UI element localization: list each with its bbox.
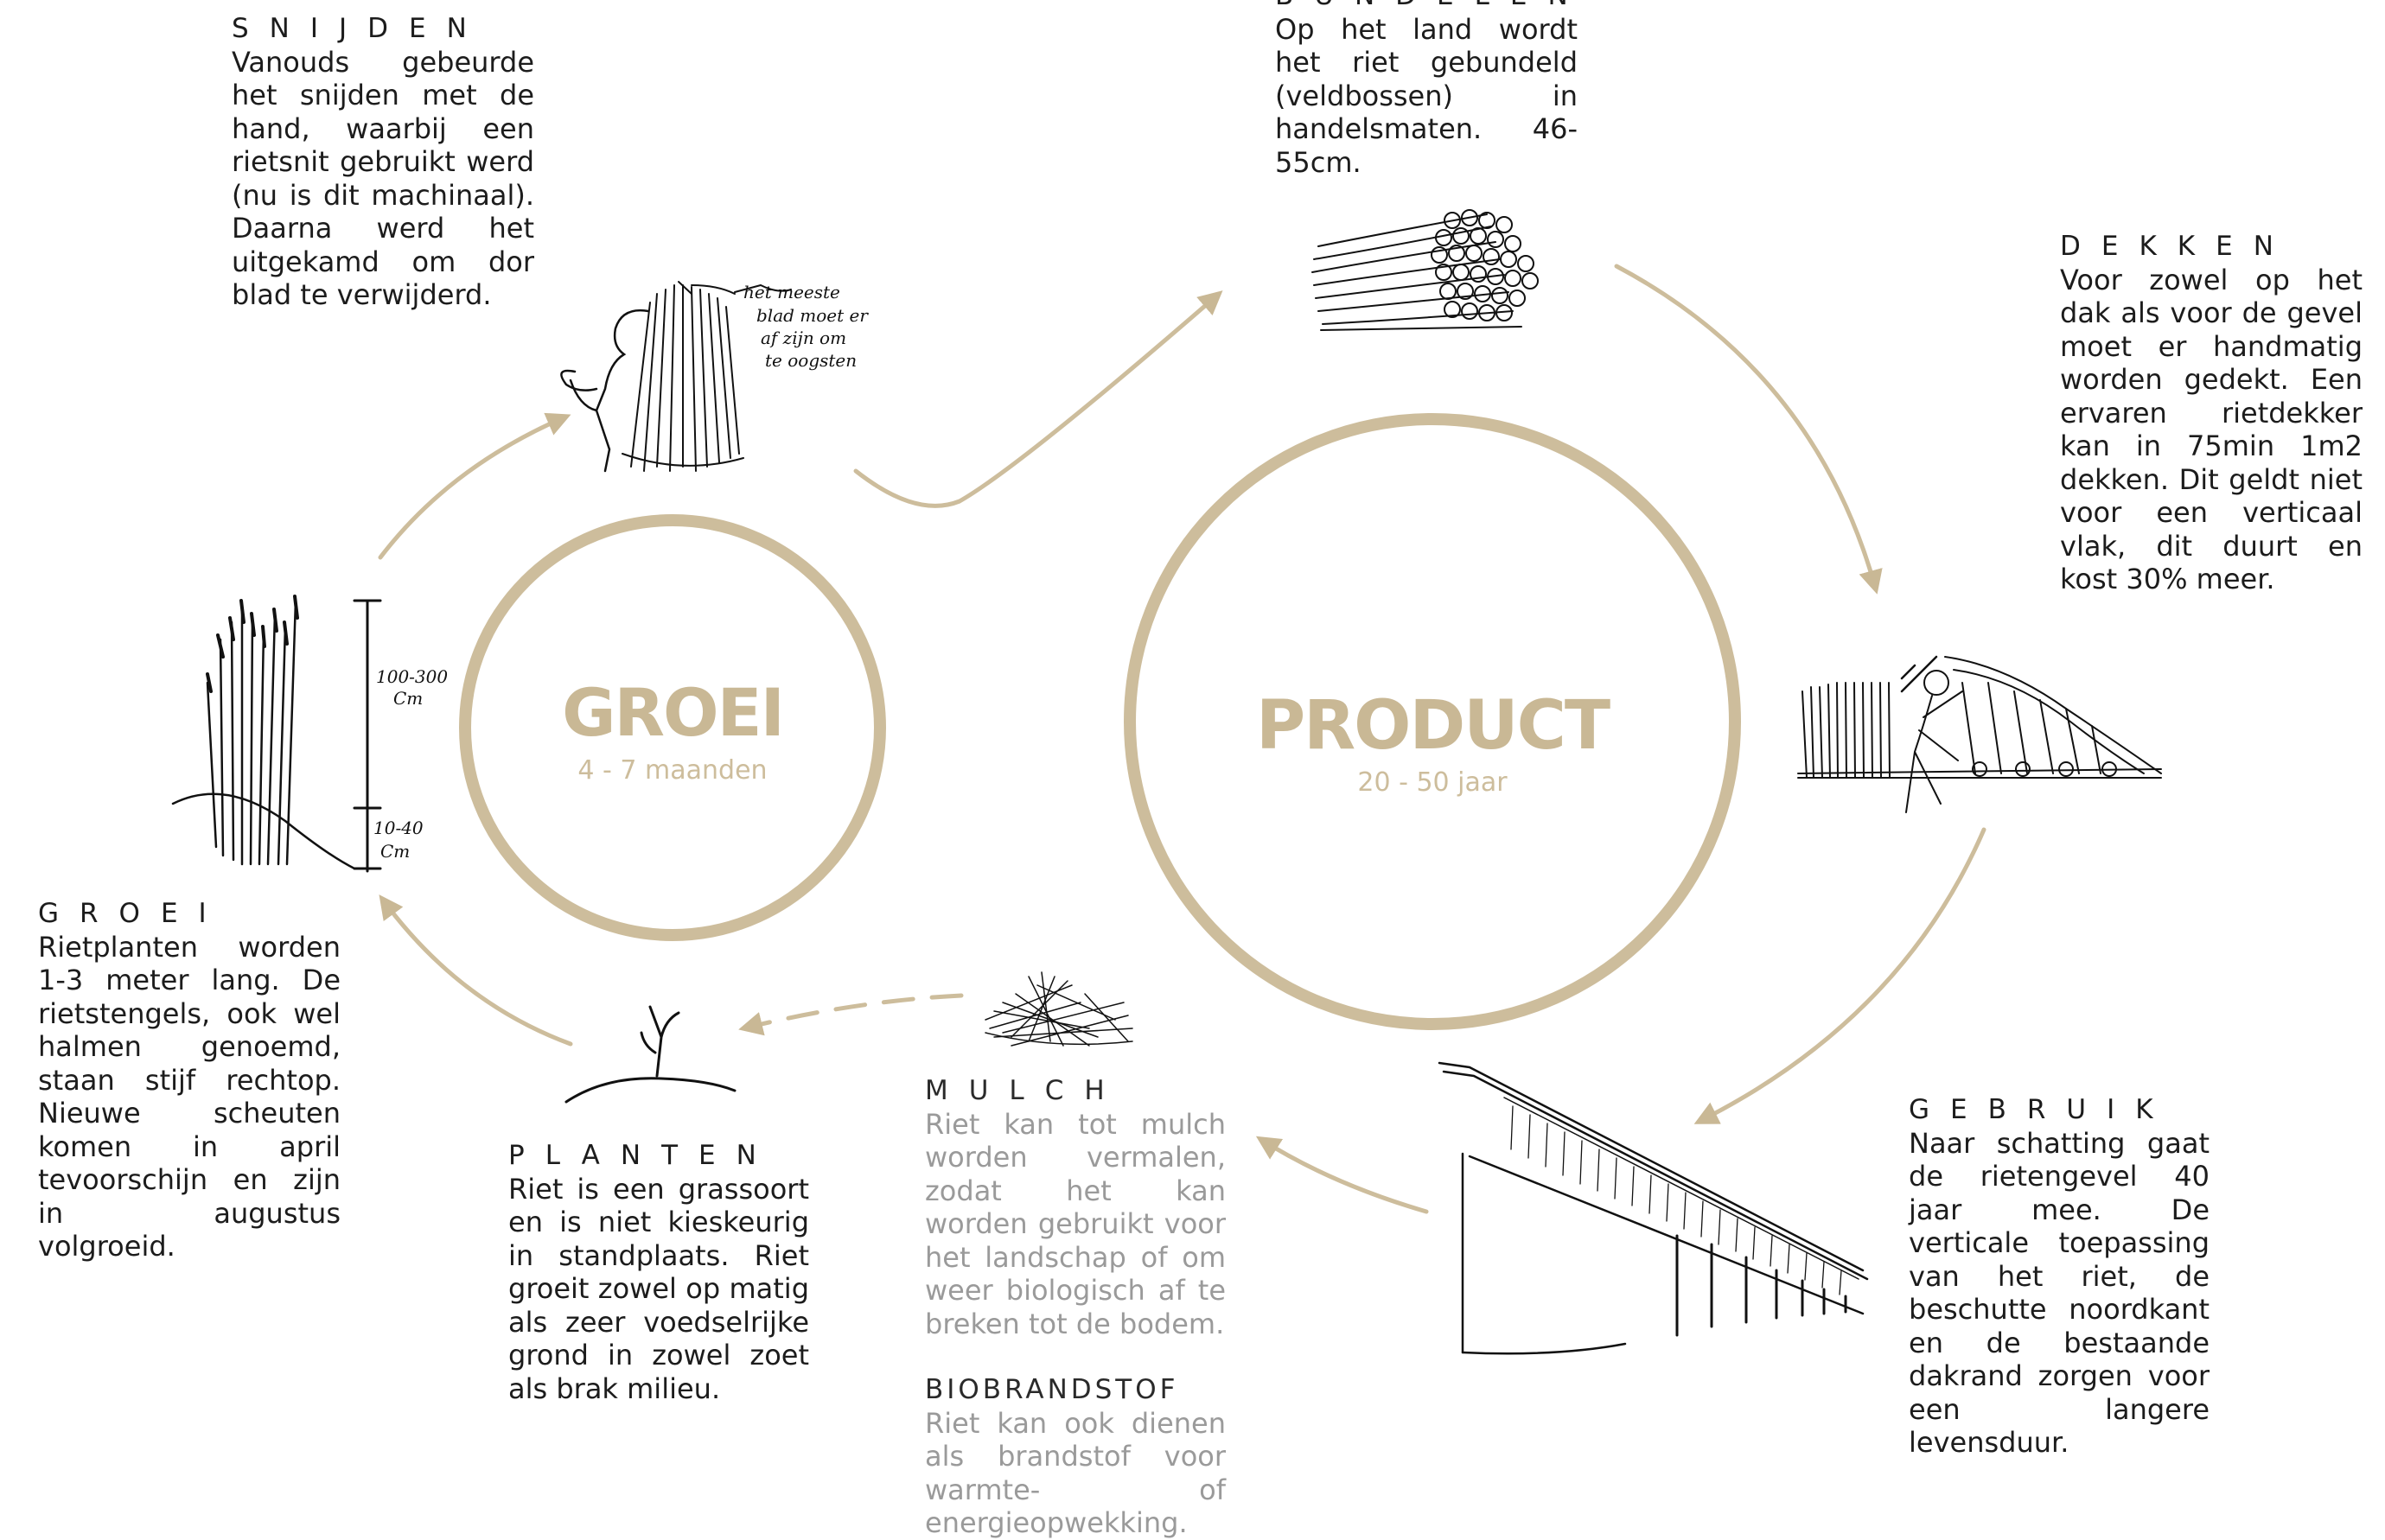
step-body: Naar schatting gaat de rietengevel 40 ja… bbox=[1909, 1126, 2210, 1460]
planten-sketch bbox=[564, 1005, 737, 1104]
groei-height-notes: 100-300 Cm 10-40 Cm bbox=[373, 666, 448, 862]
step-groei: GROEI Rietplanten worden 1-3 meter lang.… bbox=[38, 897, 341, 1263]
step-biobrandstof-body: Riet kan ook dienen als brandstof voor w… bbox=[925, 1406, 1226, 1540]
height-bottom-value: 10-40 bbox=[373, 818, 424, 838]
bundelen-sketch bbox=[1311, 209, 1539, 331]
step-body: Vanouds gebeurde het snijden met de hand… bbox=[232, 45, 534, 312]
step-heading: PLANTEN bbox=[508, 1140, 777, 1171]
groei-cycle-ring bbox=[459, 514, 886, 941]
step-body: Rietplanten worden 1-3 meter lang. De ri… bbox=[38, 930, 341, 1263]
gebruik-sketch bbox=[1438, 1061, 1869, 1355]
arrow-gebruik-to-mulch bbox=[1255, 1136, 1429, 1214]
dekken-sketch bbox=[1797, 655, 2162, 813]
step-body: Op het land wordt het riet gebundeld (ve… bbox=[1275, 12, 1578, 179]
step-mulch: MULCH Riet kan tot mulch worden vermalen… bbox=[925, 1074, 1226, 1540]
arrow-bundelen-to-dekken bbox=[1614, 264, 1883, 595]
step-heading: GROEI bbox=[38, 898, 227, 929]
product-cycle-duration: 20 - 50 jaar bbox=[1357, 767, 1508, 798]
groei-cycle-duration: 4 - 7 maanden bbox=[577, 755, 768, 786]
step-planten: PLANTEN Riet is een grassoort en is niet… bbox=[508, 1139, 809, 1405]
step-heading: SNIJDEN bbox=[232, 13, 488, 44]
snijden-sketch bbox=[560, 281, 792, 473]
handnote-line-2: blad moet er bbox=[756, 305, 869, 326]
handnote-line-4: te oogsten bbox=[765, 350, 857, 371]
step-biobrandstof-heading: BIOBRANDSTOF bbox=[925, 1374, 1179, 1405]
step-bundelen: BUNDELEN Op het land wordt het riet gebu… bbox=[1275, 0, 1578, 179]
step-dekken: DEKKEN Voor zowel op het dak als voor de… bbox=[2060, 230, 2363, 596]
step-heading: BUNDELEN bbox=[1275, 0, 1578, 13]
height-top-value: 100-300 bbox=[376, 666, 448, 687]
arrow-mulch-to-planten bbox=[738, 993, 964, 1036]
arrow-groei-to-snijden bbox=[378, 412, 571, 560]
arrow-planten-to-groei bbox=[379, 894, 573, 1047]
height-bottom-unit: Cm bbox=[380, 841, 410, 862]
snijden-handnote: het meeste blad moet er af zijn om te oo… bbox=[743, 282, 869, 371]
step-snijden: SNIJDEN Vanouds gebeurde het snijden met… bbox=[232, 12, 534, 312]
step-heading: DEKKEN bbox=[2060, 231, 2294, 262]
step-heading: MULCH bbox=[925, 1075, 1126, 1106]
product-cycle-title: PRODUCT bbox=[1255, 687, 1610, 765]
height-top-unit: Cm bbox=[393, 688, 423, 709]
step-body: Voor zowel op het dak als voor de gevel … bbox=[2060, 263, 2363, 596]
arrow-dekken-to-gebruik bbox=[1693, 827, 1986, 1124]
step-body: Riet is een grassoort en is niet kieskeu… bbox=[508, 1172, 809, 1405]
step-body: Riet kan tot mulch worden vermalen, zoda… bbox=[925, 1107, 1226, 1340]
product-cycle-ring bbox=[1124, 413, 1741, 1030]
handnote-line-1: het meeste bbox=[743, 282, 840, 302]
step-heading: GEBRUIK bbox=[1909, 1094, 2174, 1125]
groei-sketch bbox=[171, 595, 382, 873]
groei-cycle-title: GROEI bbox=[562, 674, 785, 751]
mulch-sketch bbox=[985, 971, 1133, 1047]
handnote-line-3: af zijn om bbox=[761, 328, 846, 348]
arrow-snijden-to-bundelen bbox=[853, 290, 1223, 508]
step-gebruik: GEBRUIK Naar schatting gaat de rietengev… bbox=[1909, 1093, 2210, 1460]
